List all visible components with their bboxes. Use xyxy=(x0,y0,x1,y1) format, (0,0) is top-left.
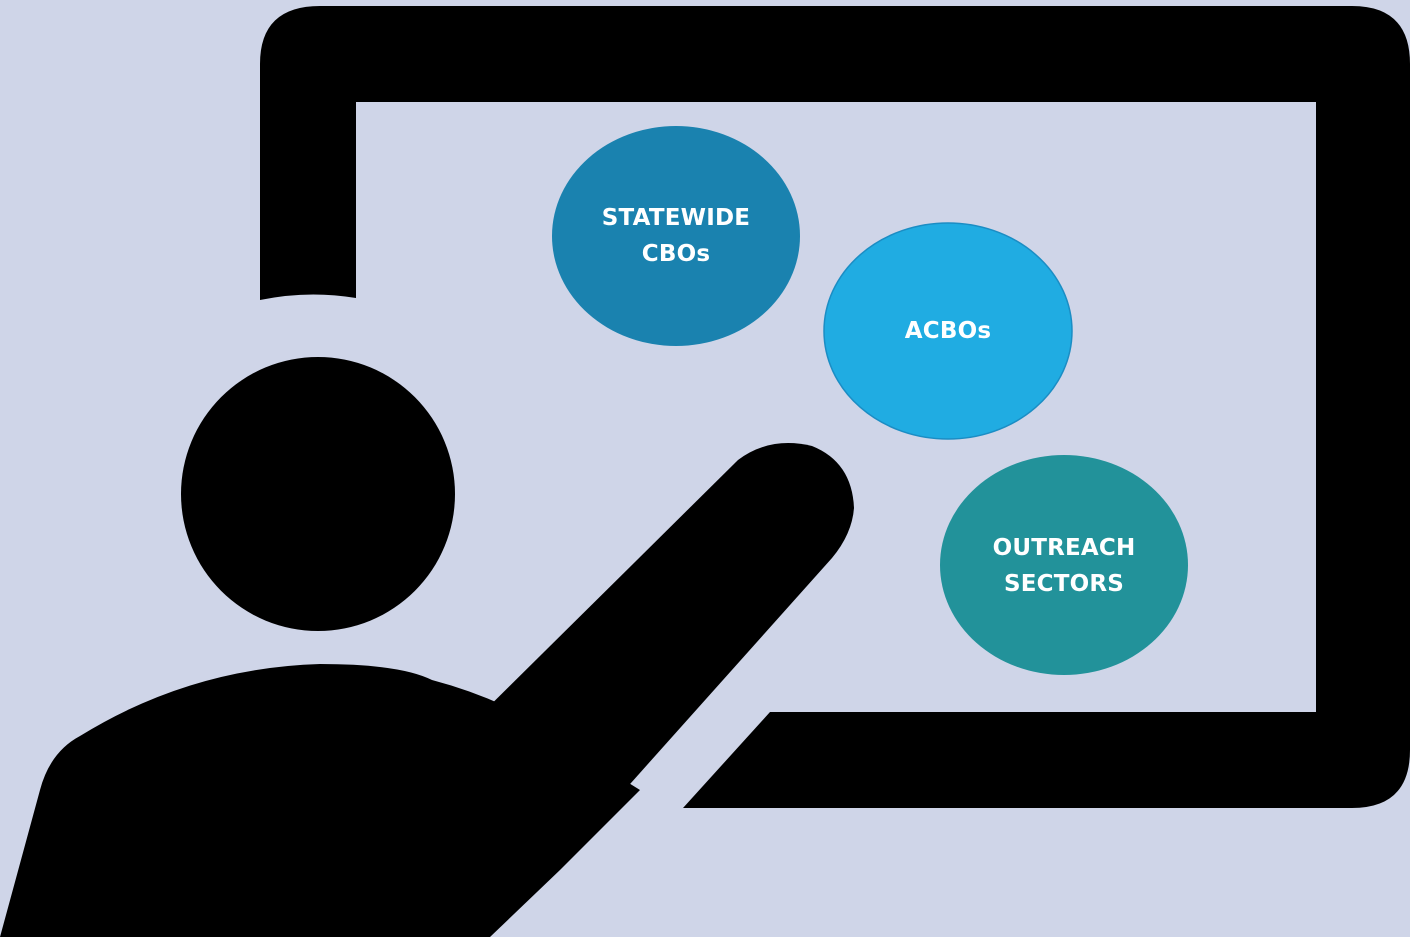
bubble-label-acbos: ACBOs xyxy=(828,311,1068,351)
bubble-acbos xyxy=(823,222,1073,440)
presenter-body xyxy=(0,664,640,937)
bubble-label-line: CBOs xyxy=(641,241,711,267)
bubble-outreach-sectors xyxy=(940,455,1188,675)
bubble-label-line: STATEWIDE xyxy=(601,205,751,231)
bubble-label-line: SECTORS xyxy=(1003,571,1125,597)
presenter-head xyxy=(181,357,455,631)
bubble-label-statewide-cbos: STATEWIDE CBOs xyxy=(556,196,796,276)
board-frame xyxy=(260,6,1410,808)
bubble-statewide-cbos xyxy=(552,126,800,346)
bubble-label-line: ACBOs xyxy=(904,318,992,344)
presentation-board-icon xyxy=(260,6,1410,808)
person-pointing-at-board-icon xyxy=(0,357,854,937)
bubble-label-line: OUTREACH xyxy=(992,535,1136,561)
bubble-label-outreach-sectors: OUTREACH SECTORS xyxy=(944,526,1184,606)
